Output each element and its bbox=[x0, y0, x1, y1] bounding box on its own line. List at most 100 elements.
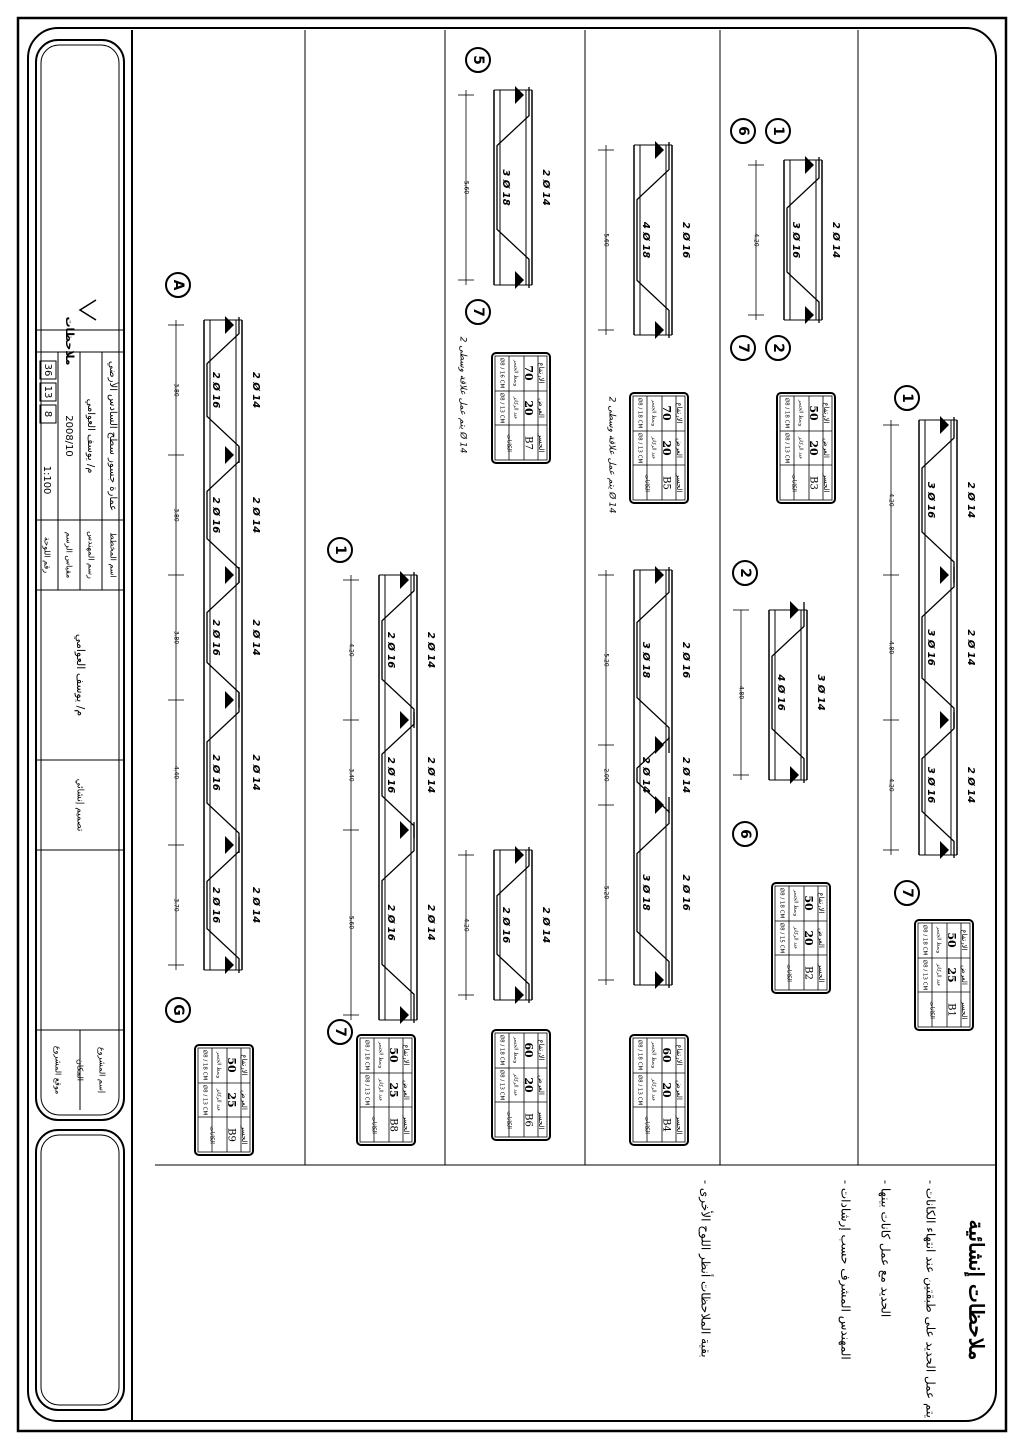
sheet-inner-frame bbox=[27, 27, 997, 1422]
grid-bubble: 7 bbox=[730, 335, 756, 361]
table-header: الجسر bbox=[240, 1125, 248, 1145]
stirrup-support: Ø8 / 13 CM bbox=[922, 960, 929, 991]
table-header: الكانات bbox=[506, 434, 513, 452]
support-triangle bbox=[940, 416, 949, 434]
table-header: الكانات bbox=[786, 964, 793, 982]
support-triangle bbox=[225, 566, 234, 584]
grid-bubble: 6 bbox=[732, 821, 758, 847]
grid-bubble-label: 6 bbox=[737, 829, 753, 839]
table-header: الارتفاع bbox=[675, 402, 683, 423]
table-header: عند الركائز bbox=[793, 926, 799, 949]
table-header: وسط الجسر bbox=[513, 359, 519, 387]
table-header: الكانات bbox=[209, 1126, 216, 1144]
bent-bar bbox=[496, 847, 530, 1003]
table-header: الارتفاع bbox=[960, 929, 968, 950]
owner-caption: م/ يوسف العوامي bbox=[74, 634, 87, 716]
support-triangle bbox=[515, 86, 524, 104]
title-block-top bbox=[35, 39, 125, 1121]
beam-id: B3 bbox=[808, 476, 819, 490]
grid-bubble: 1 bbox=[894, 385, 920, 411]
site-label: المكان bbox=[76, 1059, 85, 1081]
beam-width: 25 bbox=[945, 967, 958, 982]
beam-height: 50 bbox=[807, 405, 820, 421]
table-header: عند الركائز bbox=[936, 963, 942, 986]
table-header: وسط الجسر bbox=[793, 889, 799, 917]
beam-height: 50 bbox=[945, 932, 958, 948]
top-rebar-label: 2 Ø 14 bbox=[425, 757, 437, 793]
table-header: العرض bbox=[537, 1075, 545, 1095]
bottom-rebar-label: 2 Ø 16 bbox=[385, 632, 397, 668]
grid-bubble: G bbox=[165, 997, 191, 1023]
top-rebar-label: 2 Ø 16 bbox=[680, 642, 692, 678]
beam-id: B1 bbox=[946, 1003, 957, 1017]
table-header: الكانات bbox=[791, 474, 798, 492]
support-triangle bbox=[805, 156, 814, 174]
stirrup-midspan: Ø8 / 18 CM bbox=[784, 398, 791, 429]
bottom-rebar-label: 3 Ø 18 bbox=[500, 169, 512, 205]
grid-bubble: 1 bbox=[327, 537, 353, 563]
top-rebar-label: 2 Ø 14 bbox=[425, 632, 437, 668]
beam-height: 60 bbox=[660, 1047, 673, 1063]
support-triangle bbox=[655, 321, 664, 339]
support-triangle bbox=[225, 316, 234, 334]
drawing-scale: 1:100 bbox=[41, 466, 52, 495]
sheet-number: 13 bbox=[42, 386, 53, 399]
table-header: الارتفاع bbox=[537, 362, 545, 383]
table-header: عند الركائز bbox=[513, 396, 519, 419]
top-rebar-label: 2 Ø 14 bbox=[250, 372, 262, 408]
table-header: العرض bbox=[537, 398, 545, 418]
table-header: وسط الجسر bbox=[378, 1041, 384, 1069]
bent-bar bbox=[496, 87, 530, 288]
sheet-number-box bbox=[39, 360, 57, 380]
hanger-note: يتم عمل علاقة وسطى 2 Ø 14 bbox=[458, 337, 469, 454]
support-triangle bbox=[225, 691, 234, 709]
bent-bar bbox=[921, 417, 955, 583]
support-triangle bbox=[515, 846, 524, 864]
grid-bubble-label: 2 bbox=[737, 568, 753, 578]
stirrup-midspan: Ø8 / 18 CM bbox=[779, 888, 786, 919]
bent-bar bbox=[636, 567, 670, 753]
top-rebar-label: 2 Ø 16 bbox=[680, 874, 692, 910]
note-item: - يتم عمل الحديد على طبقتين عند انتهاء ا… bbox=[924, 1180, 938, 1418]
table-header: الكانات bbox=[644, 1116, 651, 1134]
support-triangle bbox=[805, 306, 814, 324]
top-rebar-label: 2 Ø 14 bbox=[250, 754, 262, 790]
grid-bubble-label: 7 bbox=[735, 343, 751, 353]
table-header: الجسر bbox=[960, 1000, 968, 1020]
beam-width: 20 bbox=[522, 400, 535, 416]
beam-id: B7 bbox=[523, 436, 534, 450]
bottom-rebar-label: 2 Ø 16 bbox=[210, 887, 222, 923]
beam-height: 70 bbox=[522, 365, 535, 381]
table-header: العرض bbox=[675, 438, 683, 458]
table-header: الارتفاع bbox=[402, 1044, 410, 1065]
bottom-rebar-label: 3 Ø 16 bbox=[925, 629, 937, 665]
beam-height: 70 bbox=[660, 405, 673, 421]
beam-height: 50 bbox=[802, 895, 815, 911]
table-header: الكانات bbox=[929, 1001, 936, 1019]
bent-bar bbox=[206, 692, 240, 853]
table-header: وسط الجسر bbox=[651, 399, 657, 427]
beam-width: 20 bbox=[660, 440, 673, 456]
designer-label: تصميم إنشائي bbox=[75, 779, 85, 832]
top-rebar-label: 2 Ø 14 bbox=[250, 497, 262, 533]
table-header: عند الركائز bbox=[216, 1088, 222, 1111]
stirrup-support: Ø8 / 13 CM bbox=[784, 433, 791, 464]
support-triangle bbox=[790, 766, 799, 784]
top-rebar-label: 2 Ø 14 bbox=[540, 169, 552, 205]
top-rebar-label: 2 Ø 14 bbox=[250, 619, 262, 655]
stirrup-midspan: Ø8 / 18 CM bbox=[364, 1040, 371, 1071]
table-header: الكانات bbox=[371, 1116, 378, 1134]
stirrup-support: Ø8 / 15 CM bbox=[779, 923, 786, 954]
table-header: الجسر bbox=[537, 1110, 545, 1130]
stirrup-midspan: Ø8 / 18 CM bbox=[922, 925, 929, 956]
note-item: - المهندس المشرف حسب إرشادات bbox=[838, 1180, 853, 1360]
beam-height: 50 bbox=[225, 1057, 238, 1073]
bent-bar bbox=[636, 142, 670, 338]
